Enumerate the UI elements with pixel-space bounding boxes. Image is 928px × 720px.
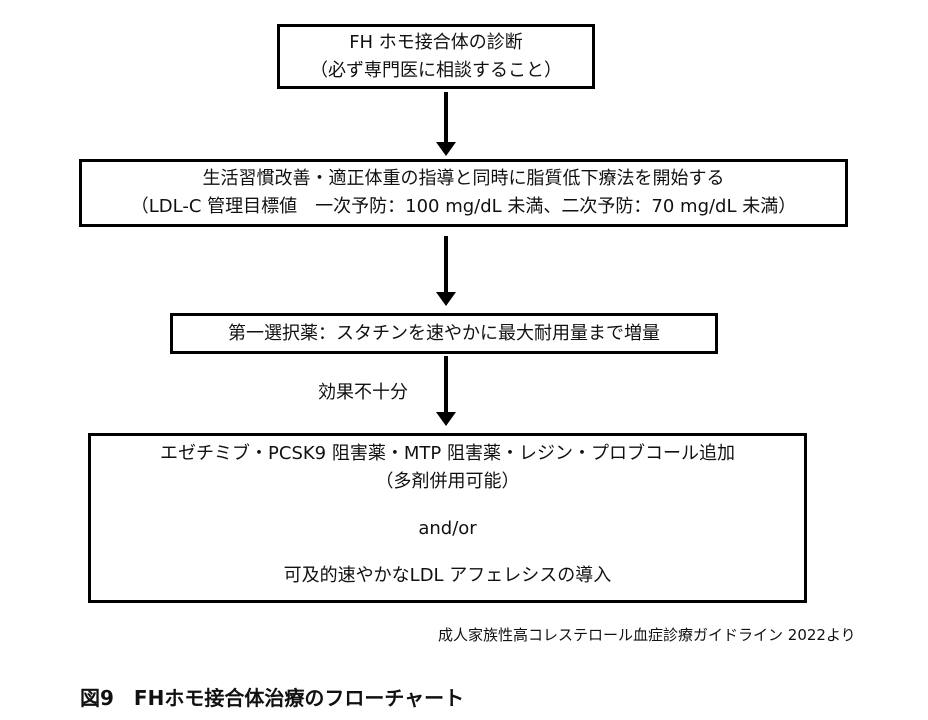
ldl-target-text: （LDL-C 管理目標値 一次予防：100 mg/dL 未満、二次予防：70 m… [130, 196, 797, 217]
lifestyle-therapy-box: 生活習慣改善・適正体重の指導と同時に脂質低下療法を開始する （LDL-C 管理目… [79, 159, 848, 227]
apheresis-text: 可及的速やかなLDL アフェレシスの導入 [283, 565, 612, 586]
first-choice-box: 第一選択薬：スタチンを速やかに最大耐用量まで増量 [170, 313, 718, 354]
first-choice-text: 第一選択薬：スタチンを速やかに最大耐用量まで増量 [228, 322, 660, 344]
diagnosis-title: FH ホモ接合体の診断 [349, 31, 523, 53]
figure-caption: 図9 FHホモ接合体治療のフローチャート [80, 686, 465, 710]
additional-therapy-box: エゼチミブ・PCSK9 阻害薬・MTP 阻害薬・レジン・プロブコール追加 （多剤… [88, 433, 807, 603]
arrow-head-1 [436, 142, 456, 156]
additional-drugs-text: エゼチミブ・PCSK9 阻害薬・MTP 阻害薬・レジン・プロブコール追加 [160, 443, 735, 464]
source-citation: 成人家族性高コレステロール血症診療ガイドライン 2022より [438, 626, 856, 644]
arrow-diagnosis-to-lifestyle [444, 92, 448, 144]
arrow-head-2 [436, 292, 456, 306]
combination-note: （多剤併用可能） [375, 471, 520, 492]
insufficient-effect-label: 効果不十分 [318, 382, 408, 403]
arrow-head-3 [436, 412, 456, 426]
and-or-text: and/or [418, 518, 477, 539]
diagnosis-note: （必ず専門医に相談すること） [310, 59, 562, 81]
lifestyle-therapy-text: 生活習慣改善・適正体重の指導と同時に脂質低下療法を開始する [202, 168, 725, 189]
diagnosis-box: FH ホモ接合体の診断 （必ず専門医に相談すること） [277, 24, 595, 89]
arrow-lifestyle-to-statin [444, 236, 448, 294]
arrow-statin-to-additional [444, 356, 448, 414]
